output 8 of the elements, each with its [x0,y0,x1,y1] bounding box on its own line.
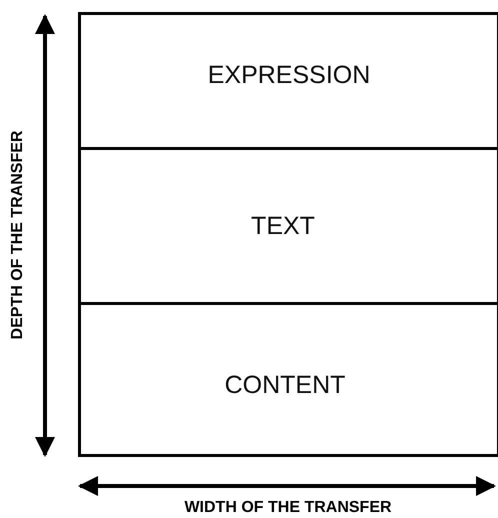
layer-band [78,302,498,457]
layer-band [78,12,498,150]
dimension-label: DEPTH OF THE TRANSFER [9,130,27,340]
layer-band [78,147,498,305]
dimension-label: WIDTH OF THE TRANSFER [184,499,392,517]
layer-label: TEXT [251,212,315,240]
layer-label: CONTENT [224,371,346,400]
layer-label: EXPRESSION [208,60,370,90]
